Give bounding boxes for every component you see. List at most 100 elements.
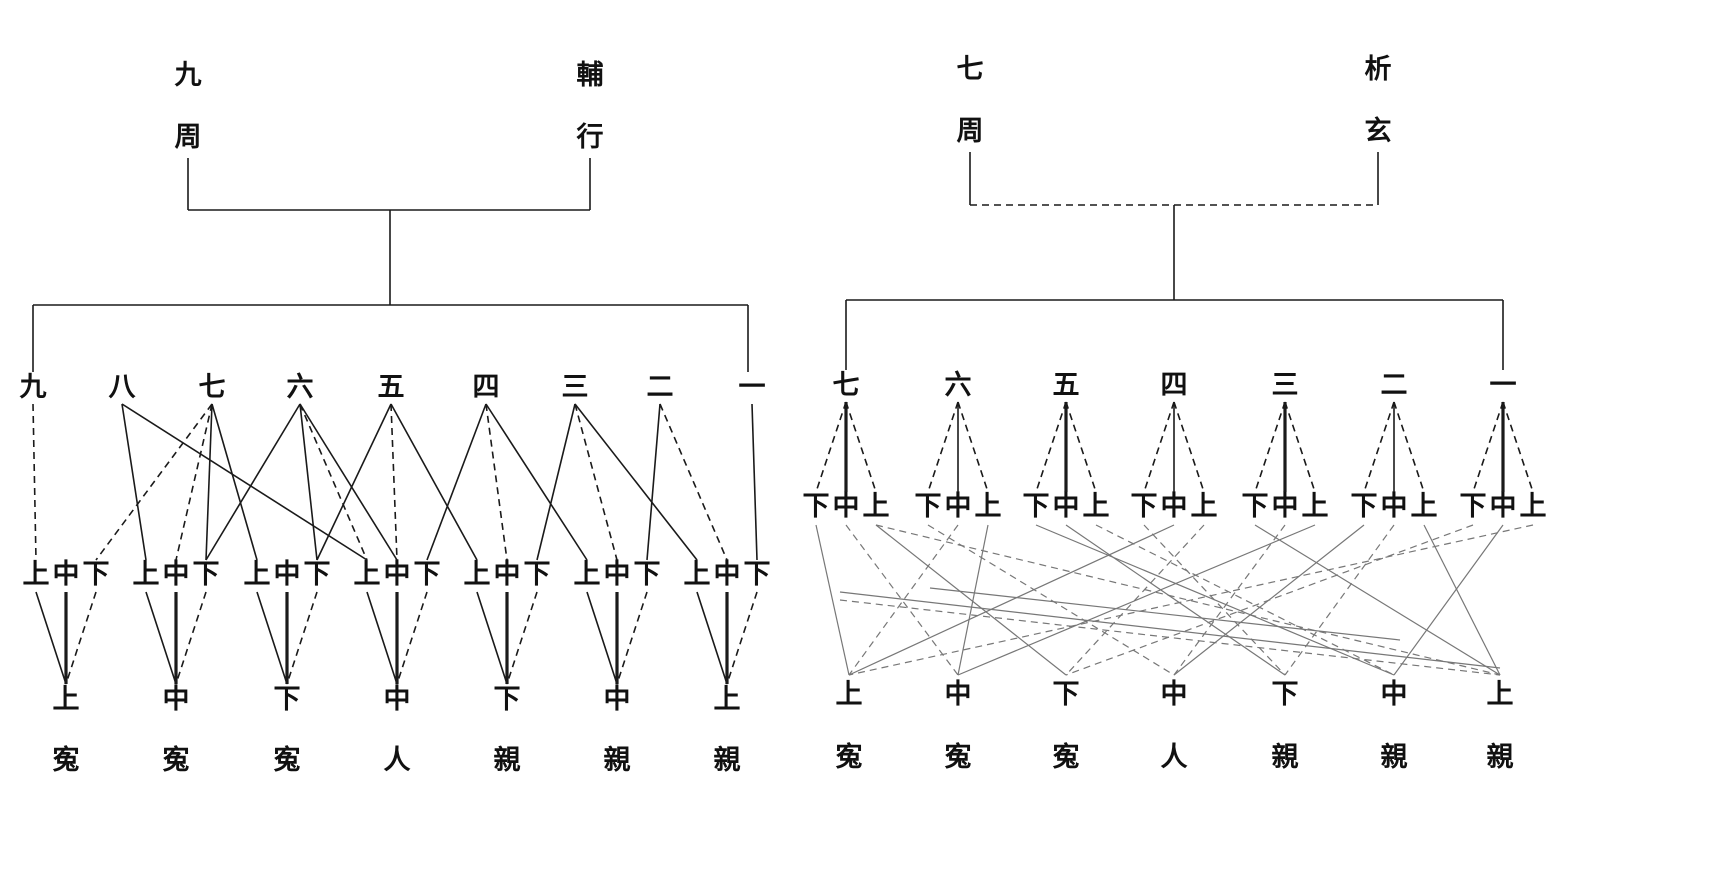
left-tier1-tier2-link: [299, 403, 318, 561]
left-tier3-char: 中: [384, 684, 411, 715]
right-tier2-tier3-link: [815, 524, 850, 676]
right-tier2-tier3-link: [1065, 524, 1286, 676]
left-tier1-number: 四: [473, 372, 500, 403]
right-tier2-tier3-link: [1173, 524, 1365, 676]
left-top-label-char: 行: [576, 121, 604, 153]
left-bottom-char: 人: [384, 745, 411, 776]
left-bottom-char: 親: [604, 745, 631, 776]
right-tier2-tier3-link: [1095, 524, 1395, 676]
left-tier2-tier3-link: [175, 591, 207, 685]
right-tier2-char: 中: [833, 491, 860, 522]
left-tier2-char: 中: [494, 559, 521, 590]
right-tier1-number: 一: [1490, 370, 1517, 401]
left-tier2-tier3-link: [366, 591, 398, 685]
left-tier1-tier2-link: [574, 403, 698, 561]
right-bottom-char: 親: [1487, 742, 1514, 773]
right-tier2-tier3-link: [1284, 524, 1395, 676]
right-tier2-char: 上: [863, 491, 890, 522]
left-tier2-tier3-link: [145, 591, 177, 685]
left-tier1-tier2-link: [390, 403, 398, 561]
right-tier2-tier3-link: [957, 524, 1316, 676]
left-tier1-tier2-link: [121, 403, 147, 561]
right-tier2-tier3-link: [875, 524, 1501, 676]
left-tier2-tier3-link: [696, 591, 728, 685]
right-top-label-char: 玄: [1365, 115, 1392, 147]
right-tier2-tier3-link: [875, 524, 1067, 676]
left-tier1-tier2-link: [121, 403, 368, 561]
left-tier1-tier2-link: [751, 403, 758, 561]
left-tier1-tier2-link: [205, 403, 301, 561]
left-tier2-char: 上: [464, 559, 491, 590]
right-tier2-char: 上: [1083, 491, 1110, 522]
right-tier1-tier2-link: [1065, 401, 1097, 493]
left-tier2-char: 上: [23, 559, 50, 590]
right-tier1-tier2-link: [927, 401, 959, 493]
left-tier1-tier2-link: [390, 403, 478, 561]
right-tier2-char: 中: [1490, 491, 1517, 522]
left-tier3-char: 上: [714, 684, 741, 715]
right-tier2-tier3-link: [845, 524, 959, 676]
right-cross-diagonal: [839, 599, 1501, 676]
right-tier1-tier2-link: [1035, 401, 1067, 493]
right-tier1-tier2-link: [957, 401, 989, 493]
right-tier2-char: 中: [1381, 491, 1408, 522]
left-tier2-char: 下: [524, 559, 551, 590]
right-tier1-tier2-link: [1472, 401, 1504, 493]
left-tier2-char: 上: [354, 559, 381, 590]
left-top-label-char: 輔: [577, 59, 604, 91]
right-tier1-number: 五: [1053, 370, 1080, 401]
left-bottom-char: 親: [494, 745, 521, 776]
right-tier2-char: 下: [1351, 491, 1378, 522]
left-tier1-number: 一: [739, 372, 766, 403]
right-top-label-char: 七: [957, 54, 984, 85]
left-tier1-tier2-link: [646, 403, 661, 561]
right-tier3-char: 中: [1381, 679, 1408, 710]
right-tier1-tier2-link: [1143, 401, 1175, 493]
left-tier3-char: 下: [494, 684, 521, 715]
left-tier1-tier2-link: [299, 403, 368, 561]
left-tier2-tier3-link: [726, 591, 758, 685]
left-tier2-char: 下: [304, 559, 331, 590]
right-tier1-number: 四: [1161, 370, 1188, 401]
right-tier2-tier3-link: [848, 524, 1534, 676]
left-tier2-char: 中: [53, 559, 80, 590]
right-tier2-char: 下: [1131, 491, 1158, 522]
left-tier1-tier2-link: [316, 403, 392, 561]
right-bottom-char: 寃: [1053, 741, 1080, 773]
left-tier2-char: 上: [244, 559, 271, 590]
right-tier1-tier2-link: [1284, 401, 1316, 493]
left-tier2-char: 下: [634, 559, 661, 590]
right-tier2-tier3-link: [848, 524, 959, 676]
left-tier2-char: 下: [414, 559, 441, 590]
right-tier1-number: 三: [1272, 370, 1299, 401]
right-tier1-number: 二: [1381, 370, 1408, 401]
right-tier2-char: 上: [1191, 491, 1218, 522]
left-tier1-tier2-link: [426, 403, 487, 561]
left-tier2-char: 上: [574, 559, 601, 590]
right-tier1-tier2-link: [1173, 401, 1205, 493]
right-tier2-char: 下: [803, 491, 830, 522]
left-bottom-char: 寃: [53, 744, 80, 776]
left-tier2-tier3-link: [65, 591, 97, 685]
left-tier1-tier2-link: [485, 403, 508, 561]
left-tier2-tier3-link: [286, 591, 318, 685]
right-tier2-char: 下: [1023, 491, 1050, 522]
left-tier2-tier3-link: [586, 591, 618, 685]
left-tier2-char: 下: [193, 559, 220, 590]
right-tier2-tier3-link: [1423, 524, 1501, 676]
right-bottom-char: 寃: [945, 741, 972, 773]
right-tier2-tier3-link: [1254, 524, 1501, 676]
left-tier2-char: 上: [133, 559, 160, 590]
right-tier3-char: 下: [1053, 679, 1080, 710]
left-bottom-char: 親: [714, 745, 741, 776]
right-tier1-number: 六: [945, 370, 972, 401]
right-tier2-char: 中: [945, 491, 972, 522]
right-top-label-char: 周: [957, 116, 984, 147]
right-tier2-char: 下: [1242, 491, 1269, 522]
right-tier2-char: 中: [1161, 491, 1188, 522]
left-tier2-tier3-link: [616, 591, 648, 685]
left-tier2-char: 下: [83, 559, 110, 590]
left-bottom-char: 寃: [163, 744, 190, 776]
right-tier3-char: 下: [1272, 679, 1299, 710]
